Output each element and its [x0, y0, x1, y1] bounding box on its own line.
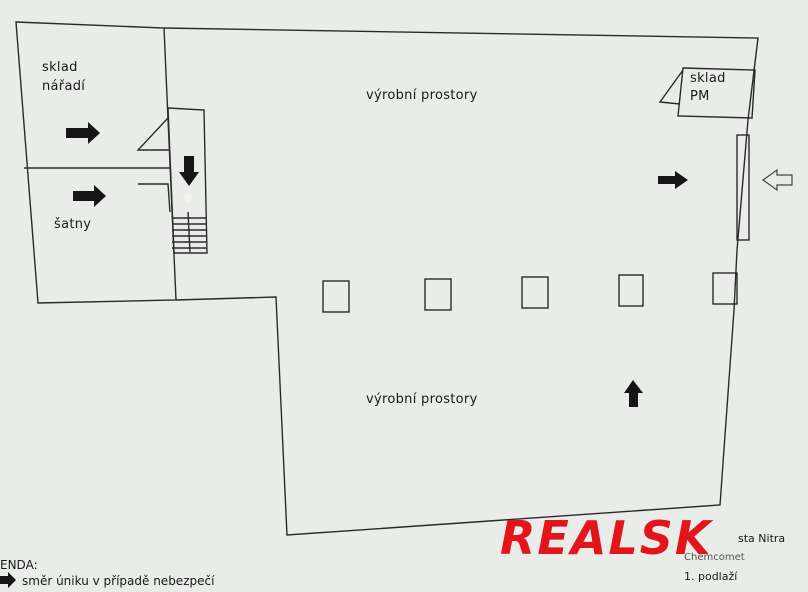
- stair-rail: [187, 211, 191, 253]
- storage-pm-door: [658, 69, 684, 105]
- label-production-top: výrobní prostory: [366, 88, 478, 103]
- column: [521, 276, 549, 309]
- caption-line-3: 1. podlaží: [684, 570, 738, 583]
- label-line: sklad: [690, 71, 726, 86]
- column: [424, 278, 452, 311]
- caption-line-2: Chemcomet: [684, 552, 745, 563]
- arrow-icon: [0, 572, 16, 588]
- outline-arrow-icon: [761, 168, 793, 192]
- side-door: [736, 134, 750, 241]
- left-block-outline: [15, 21, 177, 304]
- label-line: nářadí: [42, 79, 86, 94]
- label-line: sklad: [42, 60, 78, 75]
- door-wedge: [136, 117, 170, 151]
- door-wedge: [138, 183, 171, 213]
- label-changing-rooms: šatny: [54, 217, 92, 232]
- column: [322, 280, 350, 313]
- stain: [184, 193, 192, 203]
- label-production-bottom: výrobní prostory: [366, 392, 478, 407]
- watermark-logo: REALSK: [500, 511, 713, 565]
- legend-title: ENDA:: [0, 558, 38, 572]
- column: [712, 272, 738, 305]
- label-tool-storage: sklad nářadí: [42, 58, 85, 96]
- legend-item: směr úniku v případě nebezpečí: [22, 574, 215, 588]
- label-storage-pm: sklad PM: [690, 70, 726, 106]
- main-hall-outline: [163, 27, 759, 536]
- arrow-icon: [66, 122, 100, 144]
- staircase-outline: [167, 107, 208, 254]
- storage-pm-outline: [677, 67, 756, 119]
- arrow-icon: [73, 185, 106, 207]
- column: [618, 274, 644, 307]
- caption-line-1: sta Nitra: [738, 532, 786, 545]
- arrow-icon: [624, 380, 643, 407]
- arrow-icon: [658, 171, 688, 189]
- label-line: PM: [690, 89, 710, 104]
- arrow-icon: [179, 156, 199, 186]
